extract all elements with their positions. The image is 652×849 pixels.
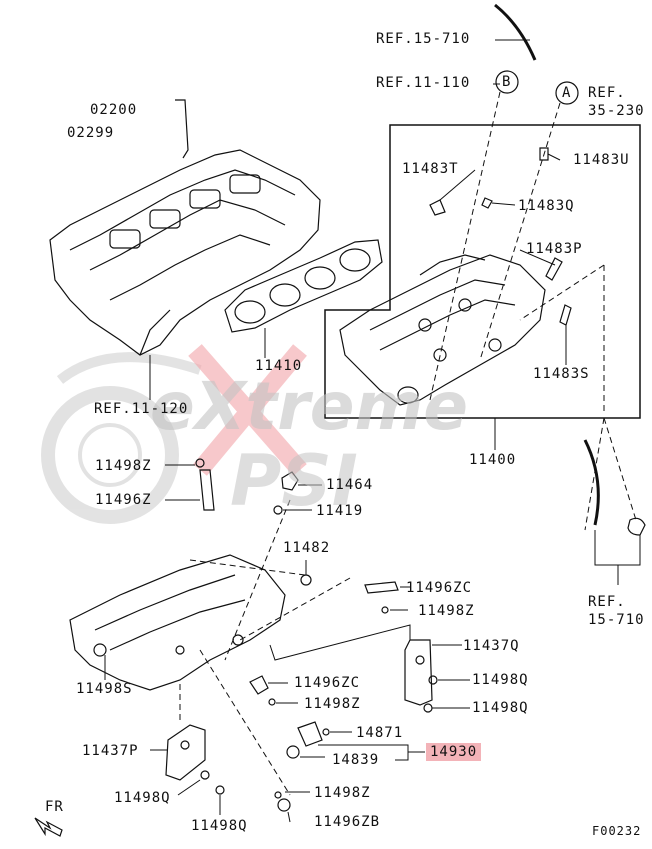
cylinder-head-upper bbox=[49, 99, 321, 356]
label-14930-highlighted: 14930 bbox=[426, 743, 482, 761]
label-11496zb: 11496ZB bbox=[314, 814, 381, 830]
front-arrow-icon bbox=[34, 817, 63, 837]
watermark-x-swoosh bbox=[188, 344, 307, 476]
label-14839: 14839 bbox=[332, 752, 380, 768]
label-11498q-b: 11498Q bbox=[472, 700, 529, 716]
sensor-14930 bbox=[286, 721, 330, 759]
label-11498q-d: 11498Q bbox=[191, 818, 248, 834]
fitting-11464 bbox=[273, 471, 299, 515]
label-ref-15-710-right: REF. 15-710 bbox=[588, 594, 645, 628]
label-11498q-c: 11498Q bbox=[114, 790, 171, 806]
label-11419: 11419 bbox=[316, 503, 364, 519]
hose-right bbox=[583, 439, 600, 526]
watermark-logo bbox=[41, 352, 202, 524]
label-11496zc-b: 11496ZC bbox=[294, 675, 361, 691]
bolt-11496zc-a bbox=[364, 581, 399, 614]
callout-a-circle bbox=[555, 81, 579, 105]
label-11437p: 11437P bbox=[82, 743, 139, 759]
label-11498z-a: 11498Z bbox=[95, 458, 152, 474]
label-11483p: 11483P bbox=[526, 241, 583, 257]
label-fr: FR bbox=[45, 799, 64, 815]
label-11410: 11410 bbox=[255, 358, 303, 374]
watermark-text-main: eXtreme bbox=[150, 368, 469, 445]
bolt-11496zb bbox=[274, 791, 291, 812]
hose-top bbox=[494, 3, 537, 61]
watermark-text-psi: PSI bbox=[230, 440, 358, 522]
label-callout-b: B bbox=[502, 74, 512, 90]
bracket-11437p bbox=[165, 724, 225, 795]
label-ref-11-120: REF.11-120 bbox=[94, 401, 189, 417]
hose-11496z bbox=[195, 458, 215, 511]
label-11496zc-a: 11496ZC bbox=[406, 580, 473, 596]
label-02200: 02200 bbox=[90, 102, 138, 118]
label-11498s: 11498S bbox=[76, 681, 133, 697]
nut-11482 bbox=[300, 574, 312, 586]
label-11483u: 11483U bbox=[573, 152, 630, 168]
lower-plenum bbox=[69, 554, 286, 691]
label-11496z: 11496Z bbox=[95, 492, 152, 508]
bolt-11496zc-b bbox=[249, 675, 276, 706]
label-11498q-a: 11498Q bbox=[472, 672, 529, 688]
label-11483t: 11483T bbox=[402, 161, 459, 177]
intake-gasket bbox=[224, 239, 383, 333]
callout-b-circle bbox=[495, 70, 519, 94]
label-11464: 11464 bbox=[326, 477, 374, 493]
label-11483s: 11483S bbox=[533, 366, 590, 382]
label-11498z-d: 11498Z bbox=[314, 785, 371, 801]
label-11498z-b: 11498Z bbox=[418, 603, 475, 619]
bracket-11437q bbox=[404, 639, 438, 713]
label-ref-35-230: REF. 35-230 bbox=[588, 85, 645, 119]
label-14871: 14871 bbox=[356, 725, 404, 741]
label-11498z-c: 11498Z bbox=[304, 696, 361, 712]
label-11482: 11482 bbox=[283, 540, 331, 556]
label-11483q: 11483Q bbox=[518, 198, 575, 214]
intake-manifold-box bbox=[324, 124, 641, 419]
intake-manifold bbox=[339, 147, 572, 406]
label-11437q: 11437Q bbox=[463, 638, 520, 654]
label-callout-a: A bbox=[562, 85, 572, 101]
label-ref-11-110: REF.11-110 bbox=[376, 75, 471, 91]
label-02299: 02299 bbox=[67, 125, 115, 141]
label-ref-15-710-top: REF.15-710 bbox=[376, 31, 471, 47]
label-11400: 11400 bbox=[469, 452, 517, 468]
label-figure-code: F00232 bbox=[592, 824, 642, 838]
